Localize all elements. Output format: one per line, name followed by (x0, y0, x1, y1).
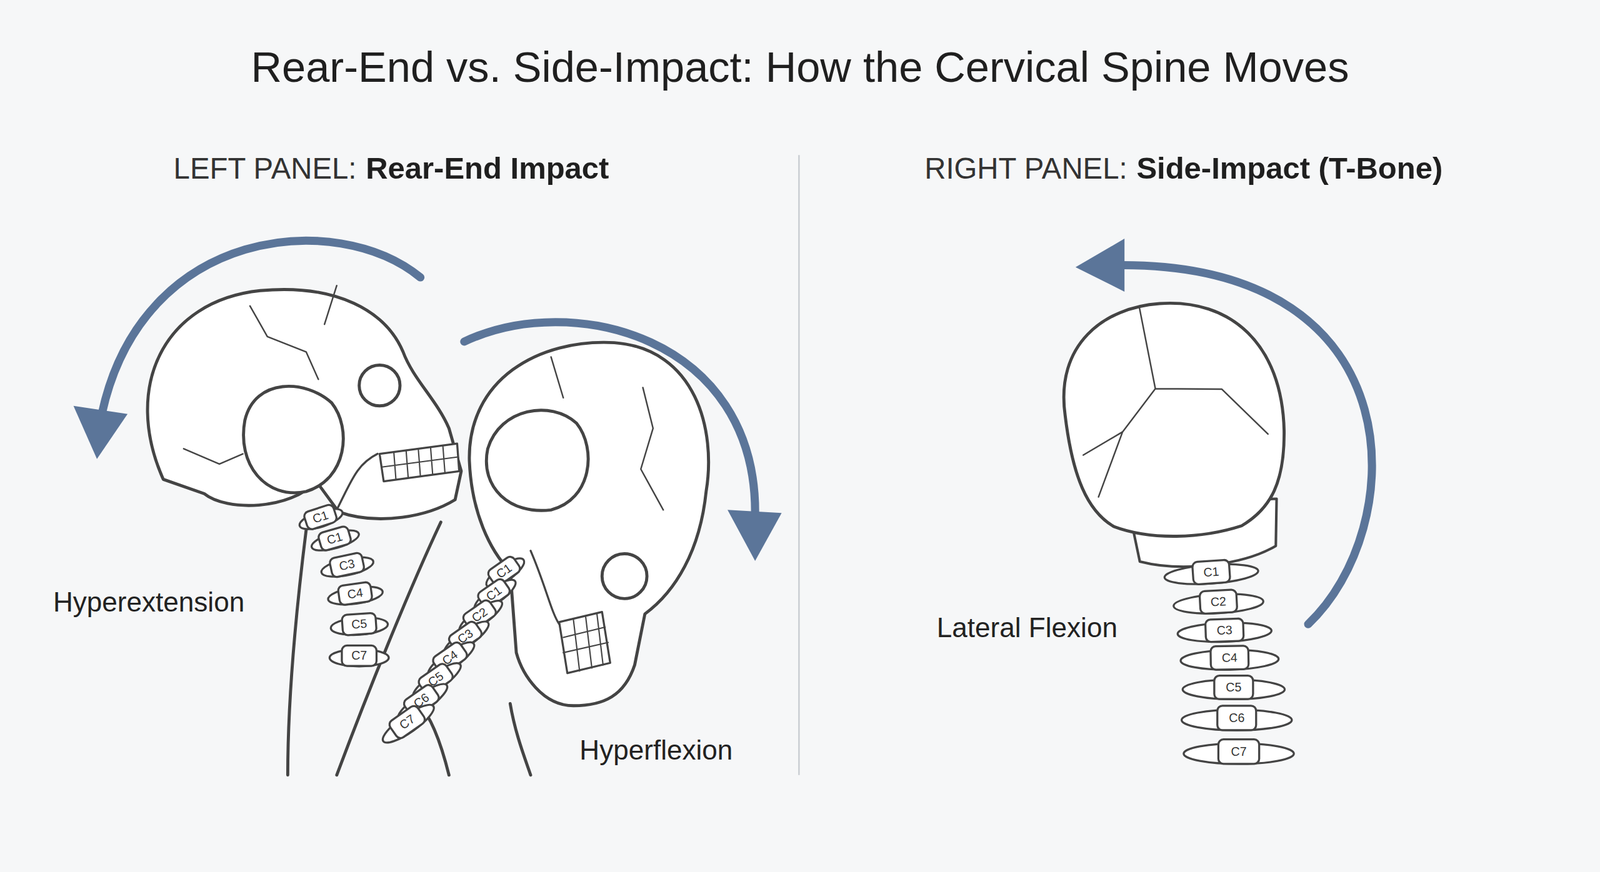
vertebra (330, 612, 389, 638)
vertebra-label: C3 (338, 557, 357, 573)
neck-line (336, 522, 442, 776)
skull-extension (147, 285, 462, 519)
motion-label: Hyperflexion (579, 735, 733, 767)
panel-name: Side-Impact (T-Bone) (1136, 151, 1443, 187)
panel-name: Rear-End Impact (365, 151, 609, 187)
vertebra-label: C2 (1210, 595, 1227, 609)
neck-line (510, 704, 531, 776)
vertebra (376, 696, 439, 749)
vertebra (1180, 645, 1279, 672)
vertebra-label: C4 (346, 586, 364, 602)
motion-arrow (464, 322, 755, 516)
neck-line (287, 530, 306, 776)
skull-flexion (469, 342, 709, 707)
diagram-title: Rear-End vs. Side-Impact: How the Cervic… (0, 43, 1600, 92)
vertebra-label: C3 (1216, 624, 1233, 637)
motion-arrow (1122, 265, 1372, 625)
vertebra (1163, 558, 1259, 588)
vertebra-label: C6 (1228, 712, 1245, 725)
vertebra-label: C7 (1231, 745, 1247, 759)
vertebra-label: C7 (351, 650, 367, 663)
motion-label: Lateral Flexion (936, 612, 1118, 645)
panel-heading: LEFT PANEL:Rear-End Impact (173, 151, 610, 187)
vertebra (326, 580, 384, 609)
vertebra-label: C4 (1221, 651, 1238, 665)
vertebra (1181, 706, 1292, 731)
panel-divider (798, 155, 800, 776)
vertebra (1182, 676, 1285, 700)
vertebra-label: C1 (1203, 565, 1220, 579)
arrow-head (727, 510, 782, 562)
skull-posterior (1057, 295, 1294, 575)
vertebra (1173, 588, 1264, 617)
motion-arrow (101, 240, 420, 414)
arrow-head (1075, 238, 1125, 292)
vertebra (329, 645, 389, 667)
panel-heading: RIGHT PANEL:Side-Impact (T-Bone) (924, 151, 1443, 187)
vertebra (1177, 617, 1272, 644)
vertebra-label: C5 (351, 618, 368, 632)
vertebra-label: C5 (1225, 681, 1242, 695)
panel-label: RIGHT PANEL: (924, 151, 1128, 186)
motion-label: Hyperextension (53, 587, 245, 620)
vertebra (318, 550, 375, 581)
vertebra (1183, 740, 1294, 765)
arrow-head (73, 406, 129, 460)
vertebra (308, 523, 362, 555)
panel-label: LEFT PANEL: (173, 151, 357, 186)
